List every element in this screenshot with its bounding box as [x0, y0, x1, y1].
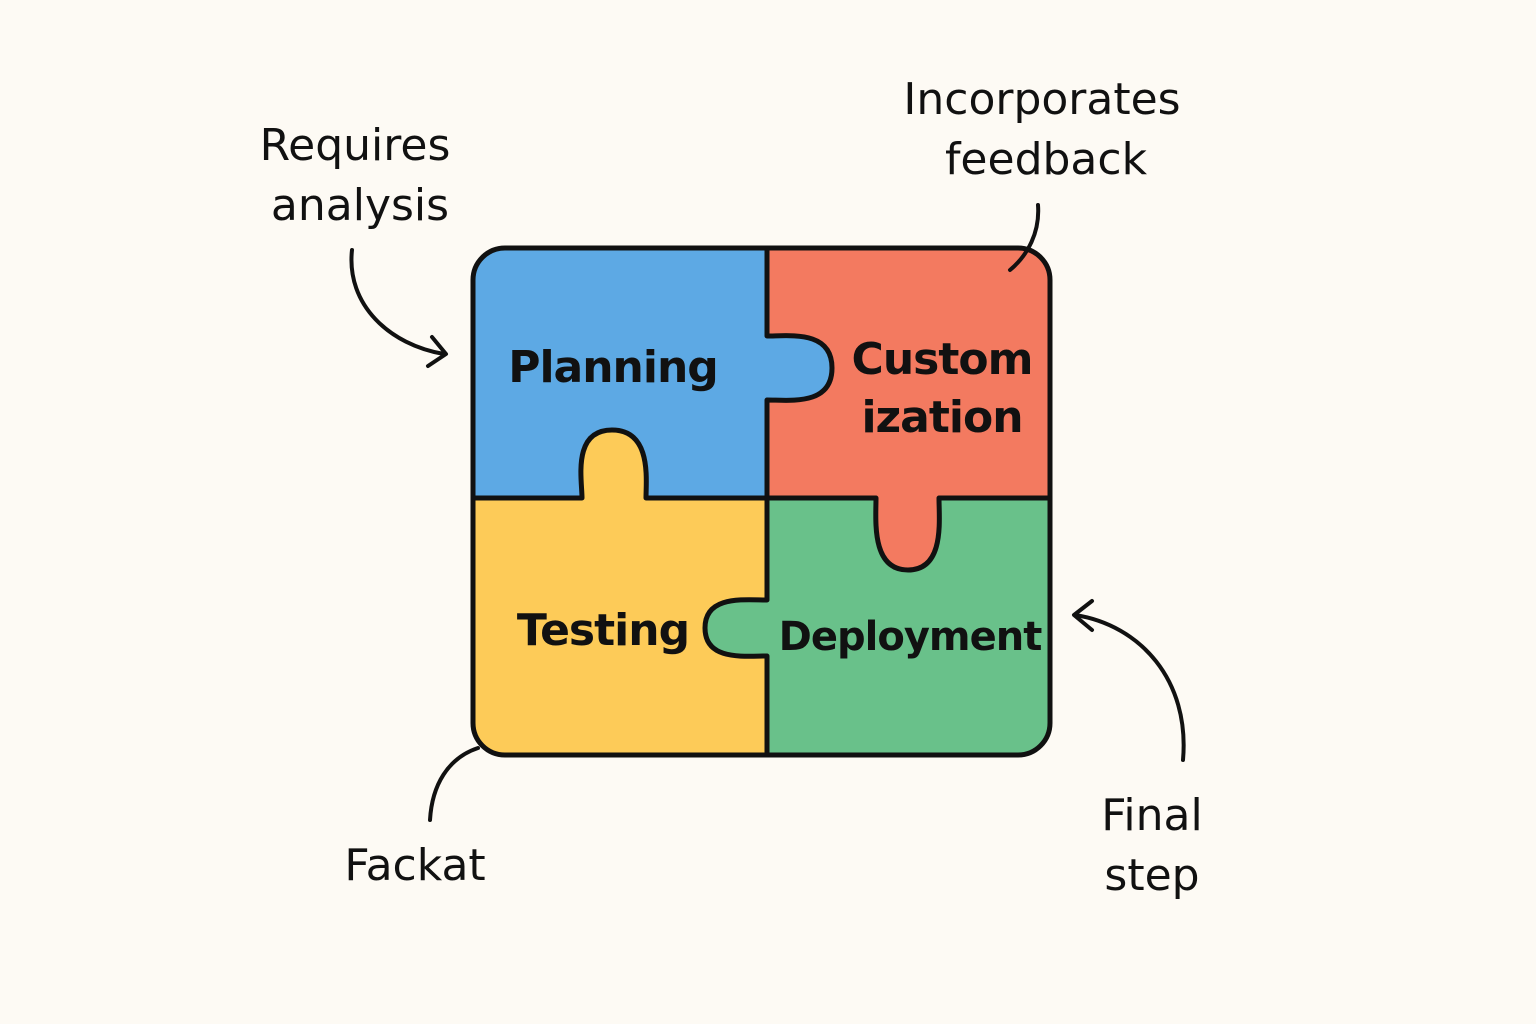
seam-left-horizontal [470, 427, 770, 501]
piece-planning [473, 248, 832, 498]
callout-requires-line1: Requires [260, 120, 451, 171]
deployment-label: Deployment [779, 614, 1043, 660]
customization-label-line1: Custom [852, 334, 1033, 385]
callout-final-line2: step [1104, 850, 1199, 901]
testing-label: Testing [517, 605, 689, 656]
piece-deployment [705, 498, 1050, 755]
arrowhead-final [1072, 599, 1094, 632]
puzzle-border [470, 245, 1053, 758]
callout-fackat: Fackat [344, 840, 485, 891]
planning-label: Planning [508, 342, 718, 393]
piece-testing [473, 430, 767, 755]
arrow-requires [349, 248, 446, 356]
callout-incorporates-line2: feedback [945, 134, 1148, 185]
piece-customization [767, 248, 1050, 570]
arrow-incorporates [1008, 203, 1041, 272]
seam-top-vertical [764, 245, 835, 501]
arrow-final [1073, 613, 1186, 762]
seam-bottom-vertical [702, 495, 770, 758]
arrowhead-requires [426, 335, 448, 368]
customization-label-line2: ization [861, 392, 1022, 443]
callout-incorporates-line1: Incorporates [903, 74, 1180, 125]
seam-right-horizontal [764, 495, 1053, 573]
arrow-fackat [428, 746, 480, 822]
callout-requires-line2: analysis [271, 180, 449, 231]
callout-final-line1: Final [1101, 790, 1202, 841]
